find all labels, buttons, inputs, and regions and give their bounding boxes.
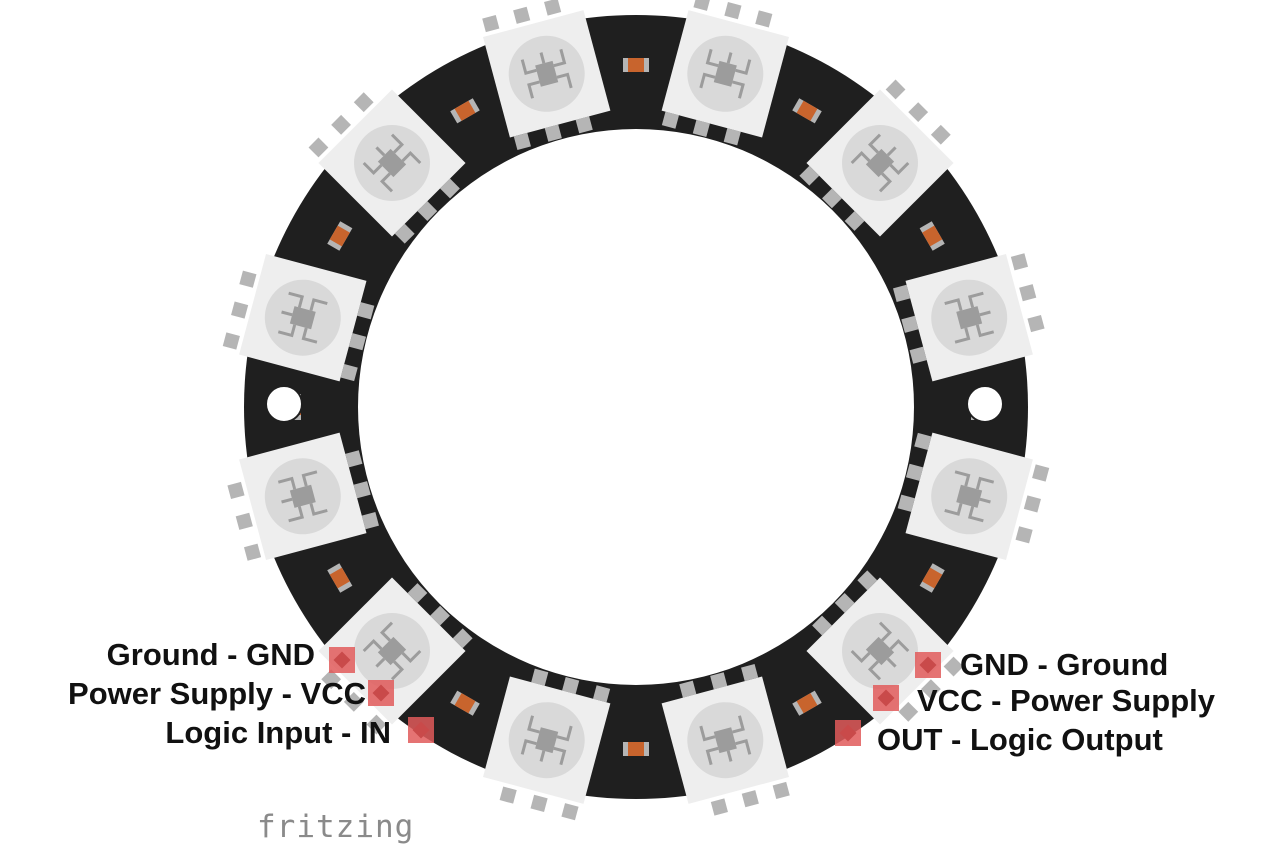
resistor-icon xyxy=(623,742,649,756)
pin-pad-icon xyxy=(915,652,941,678)
pin-pad-group xyxy=(329,647,941,746)
resistor-icon xyxy=(450,690,480,716)
pin-pad-icon xyxy=(873,685,899,711)
pin-label-vcc-right: VCC - Power Supply xyxy=(917,683,1215,718)
resistor-icon xyxy=(450,98,480,124)
mounting-hole-icon xyxy=(265,385,303,423)
led-pixel xyxy=(661,0,789,146)
pcb-ring xyxy=(244,15,1028,799)
pin-pad-icon xyxy=(835,720,861,746)
led-pixel xyxy=(222,254,375,382)
resistor-icon xyxy=(327,221,353,251)
mounting-hole-icon xyxy=(966,385,1004,423)
pin-label-vcc-left: Power Supply - VCC xyxy=(68,676,366,711)
mounting-hole-group xyxy=(265,385,1004,423)
resistor-icon xyxy=(792,98,822,124)
pin-label-ground-left: Ground - GND xyxy=(106,637,315,672)
resistor-icon xyxy=(327,563,353,593)
pin-label-ground-right: GND - Ground xyxy=(960,647,1169,682)
led-pixel xyxy=(893,253,1045,382)
led-pixel xyxy=(482,0,611,150)
resistor-icon xyxy=(919,221,945,251)
led-pixel xyxy=(227,432,379,561)
fritzing-logo: fritzing xyxy=(257,809,415,845)
pin-pad-icon xyxy=(368,680,394,706)
led-pixel xyxy=(483,668,611,821)
resistor-icon xyxy=(919,563,945,593)
pin-label-input-left: Logic Input - IN xyxy=(165,715,391,750)
resistor-icon xyxy=(792,690,822,716)
resistor-icon xyxy=(623,58,649,72)
pin-pad-icon xyxy=(329,647,355,673)
pcb-ring-center-hole xyxy=(358,129,914,685)
pin-label-output-right: OUT - Logic Output xyxy=(877,722,1163,757)
pin-pad-icon xyxy=(408,717,434,743)
led-pixel xyxy=(661,664,790,816)
led-pixel xyxy=(897,432,1050,560)
